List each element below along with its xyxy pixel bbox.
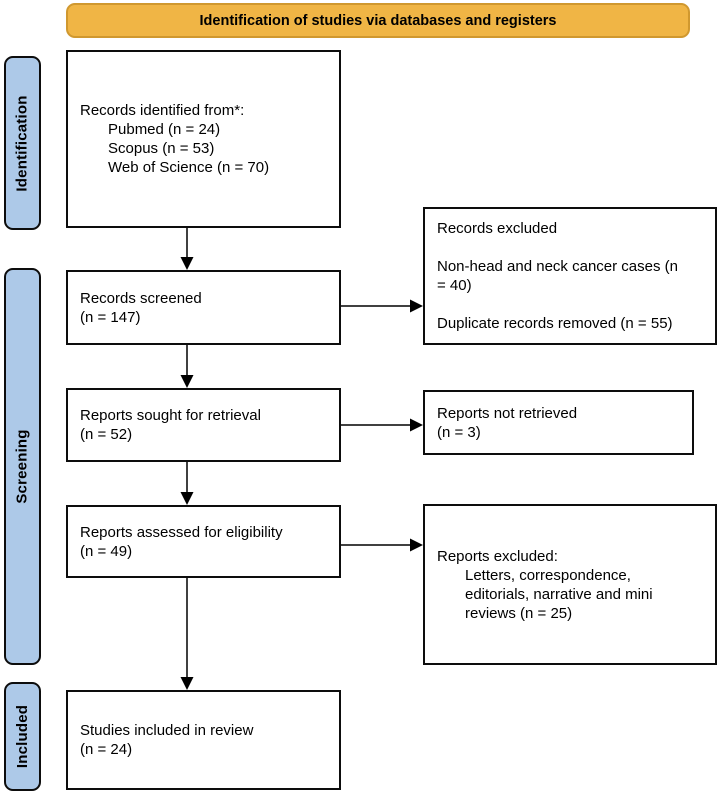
banner-identification-via-databases: Identification of studies via databases …	[66, 3, 690, 38]
reports-assessed-count: (n = 49)	[80, 542, 133, 560]
box-reports-sought: Reports sought for retrieval (n = 52)	[66, 388, 341, 462]
box-records-screened: Records screened (n = 147)	[66, 270, 341, 345]
records-identified-item-webofscience: Web of Science (n = 70)	[108, 159, 270, 176]
records-identified-item-scopus: Scopus (n = 53)	[108, 140, 215, 157]
box-reports-not-retrieved: Reports not retrieved (n = 3)	[423, 390, 694, 455]
stage-label-included: Included	[14, 704, 31, 769]
records-excluded-title: Records excluded	[437, 220, 558, 237]
records-identified-title: Records identified from*:	[80, 102, 245, 119]
stage-label-screening: Screening	[14, 429, 32, 504]
arrow-sought-to-not-retrieved	[341, 418, 423, 432]
reports-assessed-label: Reports assessed for eligibility	[80, 523, 283, 541]
box-reports-excluded: Reports excluded: Letters, correspondenc…	[423, 504, 717, 665]
arrow-assessed-to-reports-excluded	[341, 538, 423, 552]
arrow-assessed-to-included	[180, 578, 194, 690]
records-screened-label: Records screened	[80, 289, 202, 307]
studies-included-label: Studies included in review	[80, 722, 254, 739]
reports-not-retrieved-label: Reports not retrieved	[437, 404, 578, 422]
arrow-screened-to-sought	[180, 345, 194, 388]
arrow-sought-to-assessed	[180, 462, 194, 505]
reports-excluded-detail-line-2: editorials, narrative and mini	[465, 585, 653, 603]
records-screened-count: (n = 147)	[80, 308, 141, 326]
records-identified-item-pubmed: Pubmed (n = 24)	[108, 121, 221, 138]
stage-bar-identification: Identification	[4, 56, 41, 230]
records-excluded-reason-1-line-1: Non-head and neck cancer cases (n	[437, 258, 678, 275]
reports-excluded-title: Reports excluded:	[437, 547, 558, 565]
box-records-excluded: Records excluded Non-head and neck cance…	[423, 207, 717, 345]
stage-bar-screening: Screening	[4, 268, 41, 665]
studies-included-count: (n = 24)	[80, 741, 133, 758]
reports-excluded-detail-line-1: Letters, correspondence,	[465, 566, 631, 584]
arrow-screened-to-records-excluded	[341, 299, 423, 313]
stage-bar-included: Included	[4, 682, 41, 791]
box-reports-assessed: Reports assessed for eligibility (n = 49…	[66, 505, 341, 578]
reports-excluded-detail-line-3: reviews (n = 25)	[465, 604, 573, 622]
banner-label: Identification of studies via databases …	[199, 12, 557, 29]
reports-sought-count: (n = 52)	[80, 426, 133, 443]
stage-label-identification: Identification	[14, 94, 32, 192]
records-excluded-reason-1-line-2: = 40)	[437, 277, 472, 294]
reports-sought-label: Reports sought for retrieval	[80, 407, 261, 424]
box-studies-included: Studies included in review (n = 24)	[66, 690, 341, 790]
reports-not-retrieved-count: (n = 3)	[437, 423, 481, 441]
box-records-identified: Records identified from*: Pubmed (n = 24…	[66, 50, 341, 228]
records-excluded-reason-2: Duplicate records removed (n = 55)	[437, 315, 673, 332]
arrow-identified-to-screened	[180, 228, 194, 270]
